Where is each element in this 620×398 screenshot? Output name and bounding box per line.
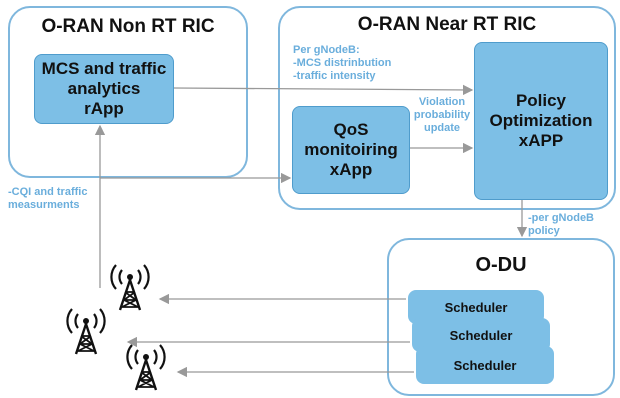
- qos-xapp-box: QoS monitoiring xApp: [292, 106, 410, 194]
- rapp-box: MCS and traffic analytics rApp: [34, 54, 174, 124]
- near-rt-ric-title: O-RAN Near RT RIC: [357, 14, 537, 35]
- per-gnodeb-annotation: Per gNodeB: -MCS distrinbution -traffic …: [293, 44, 392, 82]
- cell-tower-icon: [66, 307, 106, 356]
- policy-xapp-box: Policy Optimization xAPP: [474, 42, 608, 200]
- cell-tower-icon: [126, 343, 166, 392]
- odu-title: O-DU: [475, 254, 527, 276]
- violation-annotation: Violation probability update: [413, 96, 471, 134]
- policy-annotation: -per gNodeB policy: [528, 212, 594, 237]
- scheduler-box: Scheduler: [416, 346, 554, 384]
- cqi-annotation: -CQI and traffic measurments: [8, 186, 88, 211]
- arrow-rapp-to-policy: [173, 84, 474, 96]
- cell-tower-icon: [110, 263, 150, 312]
- non-rt-ric-title: O-RAN Non RT RIC: [41, 16, 215, 37]
